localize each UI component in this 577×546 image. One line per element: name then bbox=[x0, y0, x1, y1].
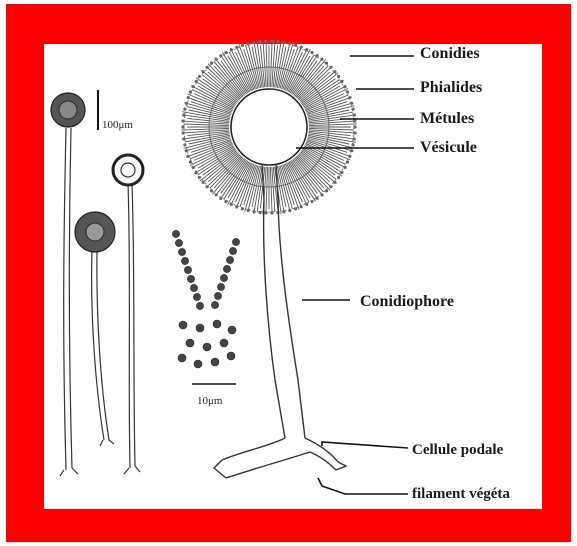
scale-label-small: 10μm bbox=[197, 395, 223, 407]
phialide-line bbox=[184, 124, 229, 126]
phialide-line bbox=[309, 121, 354, 124]
small-specimen-2 bbox=[75, 212, 115, 446]
phialide-line bbox=[266, 167, 268, 212]
label-filament-vegetatif: filament végéta bbox=[412, 486, 510, 502]
phialide-line bbox=[181, 128, 229, 130]
vesicle-circle bbox=[231, 89, 307, 165]
conidium-dot bbox=[333, 181, 336, 184]
phialide-line bbox=[297, 156, 330, 191]
phialide-line bbox=[298, 66, 333, 99]
conidium-dot bbox=[316, 197, 319, 200]
small-specimen-3 bbox=[113, 155, 143, 474]
scale-label-large: 100μm bbox=[102, 119, 133, 131]
phialide-line bbox=[270, 167, 272, 215]
label-conidies: Conidies bbox=[420, 45, 480, 62]
main-conidiophore bbox=[181, 39, 357, 478]
phialide-line bbox=[309, 124, 357, 126]
phialide-line bbox=[270, 42, 272, 87]
phialide-line bbox=[266, 39, 268, 87]
phialide-line bbox=[272, 167, 275, 212]
labels: Conidies Phialides Métules Vésicule Coni… bbox=[360, 45, 510, 502]
label-conidiophore: Conidiophore bbox=[360, 293, 454, 310]
conidium-dot bbox=[325, 189, 328, 192]
phialide-line bbox=[206, 155, 241, 188]
phialide-line bbox=[184, 130, 229, 133]
small-specimen-1 bbox=[51, 93, 85, 476]
label-vesicule: Vésicule bbox=[420, 139, 477, 156]
phialide-line bbox=[309, 128, 354, 130]
scale-bar-small: 10μm bbox=[192, 384, 236, 407]
scale-bar-large: 100μm bbox=[98, 90, 133, 131]
label-metules: Métules bbox=[420, 110, 474, 127]
conidium-dot bbox=[305, 203, 308, 206]
label-cellule-podale: Cellule podale bbox=[412, 442, 504, 458]
label-phialides: Phialides bbox=[420, 79, 482, 96]
conidia-chains bbox=[172, 230, 239, 368]
phialide-line bbox=[263, 42, 266, 87]
phialide-line bbox=[208, 64, 241, 98]
